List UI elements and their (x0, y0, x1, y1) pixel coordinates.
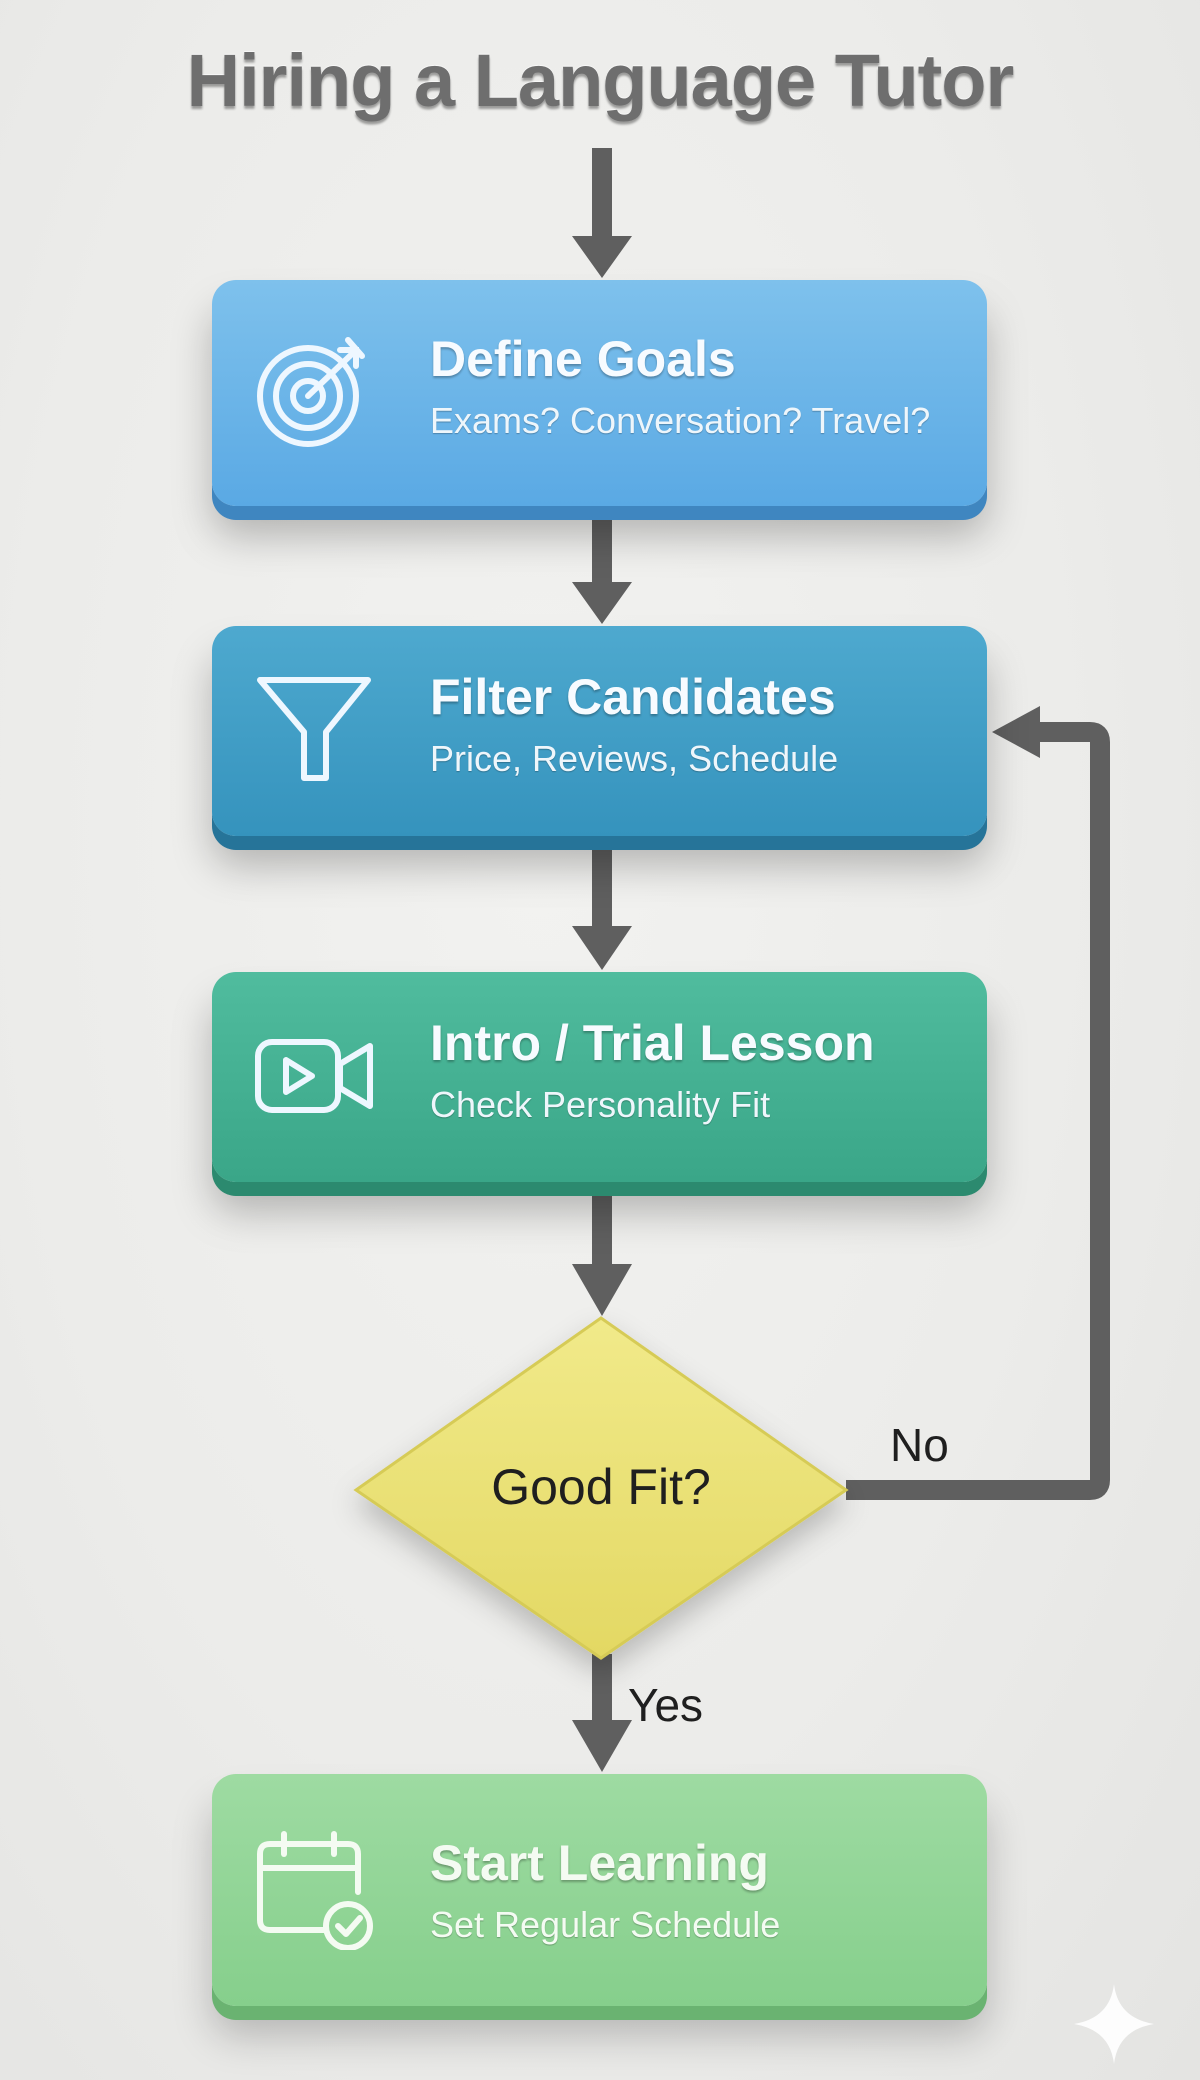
arrow-no-loop (846, 706, 1110, 1500)
step-subtitle: Price, Reviews, Schedule (430, 738, 839, 779)
step-start-learning: Start Learning Set Regular Schedule (212, 1774, 987, 2006)
step-filter-candidates: Filter Candidates Price, Reviews, Schedu… (212, 626, 987, 836)
arrow-trial-to-decision (572, 1192, 632, 1316)
target-icon (254, 332, 374, 452)
step-define-goals: Define Goals Exams? Conversation? Travel… (212, 280, 987, 506)
arrow-filter-to-trial (572, 846, 632, 970)
calendar-check-icon (254, 1830, 374, 1951)
sparkle-icon (1074, 1984, 1154, 2064)
video-camera-icon (254, 1016, 374, 1136)
decision-diamond (353, 1316, 849, 1660)
step-subtitle: Exams? Conversation? Travel? (430, 400, 931, 441)
arrow-goals-to-filter (572, 506, 632, 624)
step-title: Start Learning (430, 1835, 769, 1891)
no-edge-label: No (890, 1419, 949, 1471)
step-subtitle: Check Personality Fit (430, 1084, 771, 1125)
step-title: Intro / Trial Lesson (430, 1015, 875, 1071)
step-trial-lesson: Intro / Trial Lesson Check Personality F… (212, 972, 987, 1182)
decision-label: Good Fit? (491, 1459, 711, 1515)
step-title: Define Goals (430, 331, 736, 387)
page-title: Hiring a Language Tutor (186, 39, 1015, 122)
arrow-title-to-goals (572, 148, 632, 278)
step-title: Filter Candidates (430, 669, 836, 725)
arrow-yes-to-start (572, 1654, 632, 1772)
funnel-icon (254, 670, 374, 790)
step-subtitle: Set Regular Schedule (430, 1904, 781, 1945)
yes-edge-label: Yes (628, 1679, 704, 1731)
